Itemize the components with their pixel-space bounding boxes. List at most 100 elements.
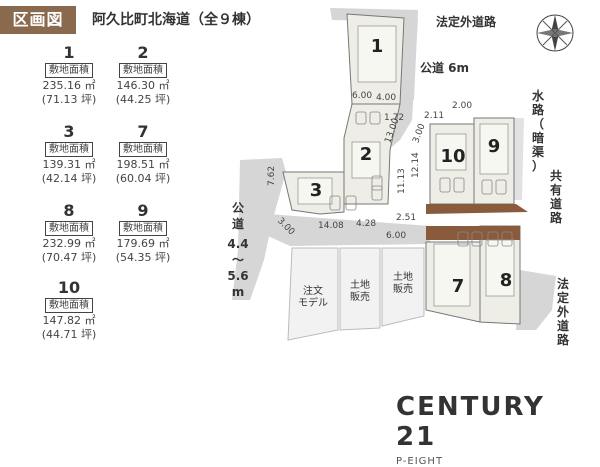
lot-area-sqm: 235.16 ㎡ — [42, 79, 96, 92]
lot-area-tsubo: (44.25 坪) — [115, 93, 171, 106]
lot-area-sqm: 147.82 ㎡ — [42, 314, 96, 327]
lot-number: 1 — [63, 43, 75, 62]
map-lot-3: 3 — [310, 180, 323, 201]
custom-model-label: 注文 モデル — [298, 284, 328, 309]
svg-text:暗: 暗 — [532, 130, 544, 145]
lot-area-label: 敷地面積 — [45, 142, 93, 157]
lot-number: 2 — [137, 43, 149, 62]
map-lot-2: 2 — [360, 144, 373, 165]
lot-area-label: 敷地面積 — [119, 221, 167, 236]
map-lot-8: 8 — [500, 270, 513, 291]
lot-area-7: 7 敷地面積 198.51 ㎡ (60.04 坪) — [108, 123, 178, 186]
lot-area-sqm: 198.51 ㎡ — [116, 158, 170, 171]
lot-area-tsubo: (70.47 坪) — [41, 251, 97, 264]
svg-text:14.08: 14.08 — [318, 221, 344, 231]
svg-text:6.00: 6.00 — [386, 231, 406, 241]
svg-text:4.00: 4.00 — [376, 93, 396, 103]
svg-text:道: 道 — [232, 216, 244, 231]
svg-text:有: 有 — [550, 182, 562, 197]
branch-name: P-EIGHT — [396, 456, 444, 467]
map-lot-10: 10 — [440, 146, 465, 167]
svg-text:路: 路 — [557, 332, 570, 347]
svg-text:（: （ — [532, 116, 544, 131]
section-tag: 区画図 — [0, 6, 76, 34]
lot-area-8: 8 敷地面積 232.99 ㎡ (70.47 坪) — [34, 202, 104, 265]
lot-number: 10 — [57, 278, 81, 297]
lot-area-label: 敷地面積 — [45, 221, 93, 236]
lot-number: 8 — [63, 201, 75, 220]
lot-area-3: 3 敷地面積 139.31 ㎡ (42.14 坪) — [34, 123, 104, 186]
land-sale-label-1: 土地 販売 — [350, 278, 370, 303]
svg-text:6.00: 6.00 — [352, 91, 372, 101]
lot-area-label: 敷地面積 — [119, 63, 167, 78]
dimension-labels: 6.00 4.00 1.72 13.00 2.11 2.00 3.00 12.1… — [267, 91, 472, 241]
svg-text:12.14: 12.14 — [411, 152, 421, 178]
lot-area-sqm: 232.99 ㎡ — [42, 237, 96, 250]
brand-name: CENTURY 21 — [396, 392, 545, 452]
lower-parcels — [287, 247, 425, 341]
lot-area-sqm: 179.69 ㎡ — [116, 237, 170, 250]
land-sale-label-2: 土地 販売 — [393, 270, 413, 295]
svg-text:定: 定 — [557, 290, 569, 305]
legal-road-right-label: 法 定 外 道 路 — [557, 276, 570, 347]
svg-text:法: 法 — [557, 276, 569, 291]
svg-text:土地: 土地 — [350, 278, 370, 291]
svg-text:1.72: 1.72 — [384, 113, 404, 123]
svg-text:販売: 販売 — [350, 290, 370, 303]
svg-text:2.11: 2.11 — [424, 111, 444, 121]
lot-area-tsubo: (44.71 坪) — [41, 328, 97, 341]
shared-road-label: 共 有 道 路 — [550, 168, 563, 225]
svg-text:）: ） — [532, 158, 544, 173]
lot-area-2: 2 敷地面積 146.30 ㎡ (44.25 坪) — [108, 44, 178, 107]
svg-text:道: 道 — [550, 196, 562, 211]
lot-area-sqm: 139.31 ㎡ — [42, 158, 96, 171]
map-lot-9: 9 — [488, 136, 501, 157]
svg-text:3.00: 3.00 — [411, 122, 427, 145]
svg-text:共: 共 — [550, 168, 562, 183]
parking-spaces — [329, 111, 513, 247]
svg-text:路: 路 — [532, 102, 545, 117]
public-road-6m-label: 公道 6m — [420, 60, 469, 75]
lot-number: 3 — [63, 122, 75, 141]
svg-text:4.28: 4.28 — [356, 219, 376, 229]
lot-number: 9 — [137, 201, 149, 220]
svg-text:11.13: 11.13 — [397, 168, 407, 194]
lot-number: 7 — [137, 122, 149, 141]
map-lot-1: 1 — [371, 36, 384, 57]
lot-area-10: 10 敷地面積 147.82 ㎡ (44.71 坪) — [34, 279, 104, 342]
svg-text:水: 水 — [532, 88, 545, 103]
svg-text:5.6: 5.6 — [227, 269, 248, 283]
svg-text:4.4: 4.4 — [227, 237, 248, 251]
lot-area-label: 敷地面積 — [45, 298, 93, 313]
lot-area-sqm: 146.30 ㎡ — [116, 79, 170, 92]
svg-text:渠: 渠 — [532, 144, 544, 159]
svg-text:道: 道 — [557, 318, 569, 333]
svg-text:2.51: 2.51 — [396, 213, 416, 223]
lot-area-tsubo: (60.04 坪) — [115, 172, 171, 185]
svg-text:公: 公 — [232, 201, 244, 215]
svg-text:m: m — [232, 285, 245, 299]
lot-area-tsubo: (42.14 坪) — [41, 172, 97, 185]
roads — [232, 8, 556, 330]
shared-road — [426, 204, 528, 240]
svg-text:販売: 販売 — [393, 282, 413, 295]
map-lot-7: 7 — [452, 276, 465, 297]
public-road-left-label: 公 道 4.4 〜 5.6 m — [227, 201, 248, 299]
svg-text:2.00: 2.00 — [452, 101, 472, 111]
century21-logo: CENTURY 21 P-EIGHT — [396, 392, 576, 467]
compass-icon — [536, 14, 574, 52]
svg-text:〜: 〜 — [232, 253, 244, 267]
svg-text:注文: 注文 — [303, 284, 323, 297]
lot-area-9: 9 敷地面積 179.69 ㎡ (54.35 坪) — [108, 202, 178, 265]
svg-text:路: 路 — [550, 210, 563, 225]
waterway-label: 水 路 （ 暗 渠 ） — [532, 88, 545, 173]
svg-text:土地: 土地 — [393, 270, 413, 283]
lot-area-tsubo: (71.13 坪) — [41, 93, 97, 106]
house-footprints — [297, 25, 515, 307]
lot-area-1: 1 敷地面積 235.16 ㎡ (71.13 坪) — [34, 44, 104, 107]
svg-text:モデル: モデル — [298, 296, 328, 309]
page-title: 阿久比町北海道（全９棟） — [92, 12, 260, 28]
lot-area-label: 敷地面積 — [45, 63, 93, 78]
svg-text:外: 外 — [557, 304, 569, 319]
legal-road-top-label: 法定外道路 — [436, 14, 497, 29]
